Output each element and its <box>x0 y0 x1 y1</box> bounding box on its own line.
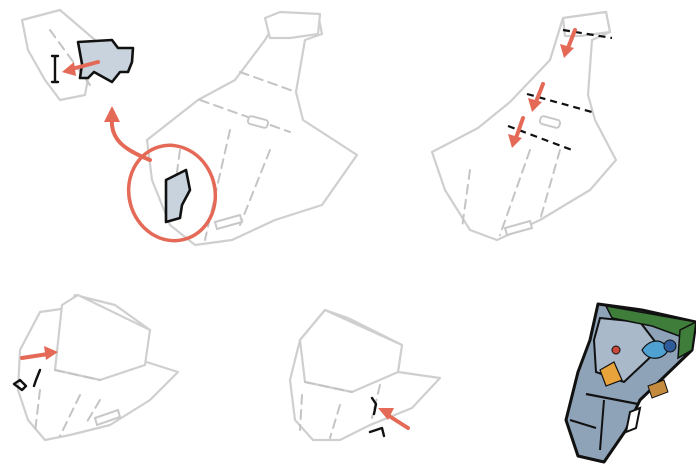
step-2-panel <box>432 12 616 240</box>
step-1-detail-cutout <box>22 10 133 100</box>
step-5-assembled-ship <box>566 304 696 462</box>
step-1-piece <box>78 40 133 82</box>
step-3-panel <box>14 295 178 440</box>
step-1-panel <box>22 10 357 250</box>
step-2-template <box>432 12 616 240</box>
step-4-panel <box>290 310 440 440</box>
